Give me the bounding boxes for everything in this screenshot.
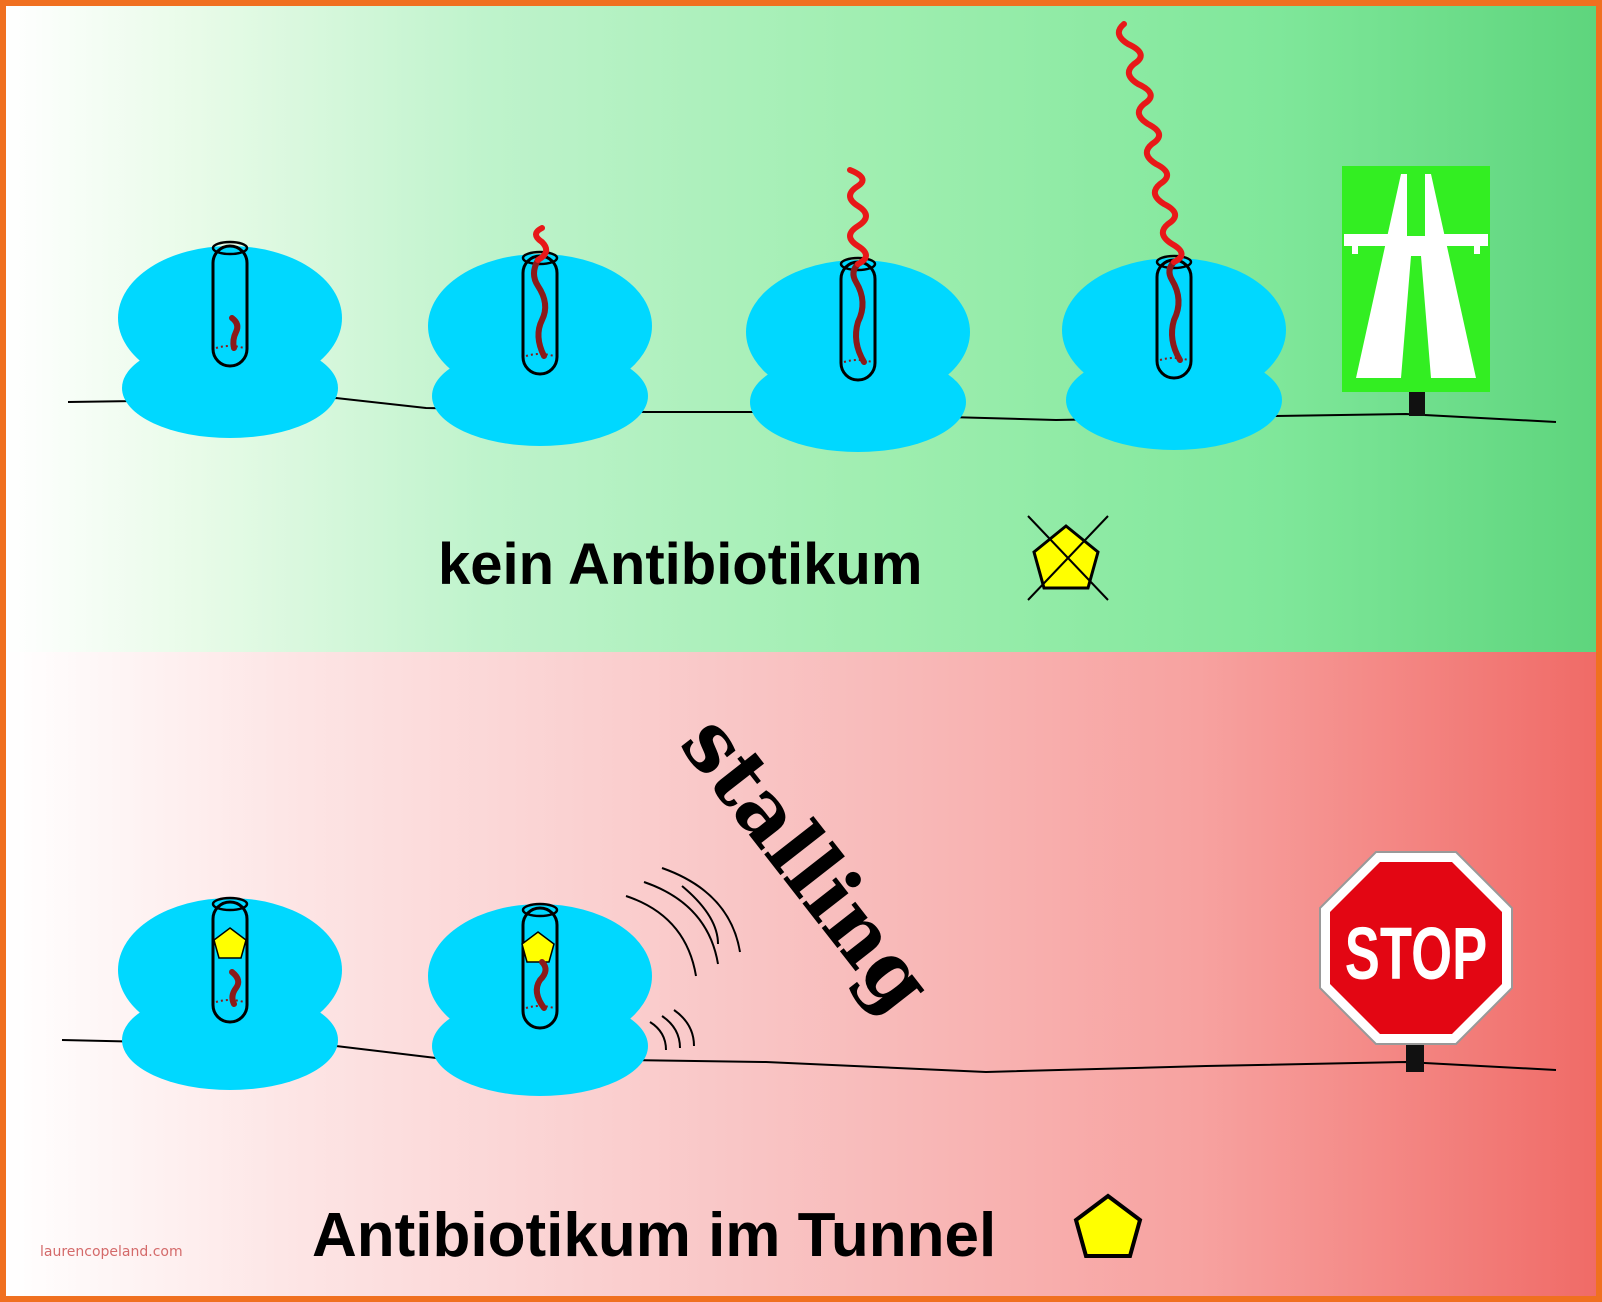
nascent-peptide	[229, 969, 242, 1007]
nascent-peptide	[1166, 259, 1183, 363]
nascent-peptide	[533, 959, 549, 1011]
stalled-ribosome-2	[428, 902, 652, 1096]
nascent-peptide	[850, 261, 867, 365]
watermark: laurencopeland.com	[40, 1244, 183, 1260]
bottom-caption: Antibiotikum im Tunnel	[312, 1201, 996, 1270]
antibiotic-icon	[1073, 1193, 1143, 1258]
ribosome-diagram: kein Antibiotikum	[61, 21, 1557, 1270]
peptide-chain	[533, 225, 550, 263]
stalling-label: stalling	[662, 697, 952, 1030]
crossed-antibiotic-icon	[1027, 515, 1109, 601]
nascent-peptide	[229, 315, 241, 351]
mrna-strand-bottom	[61, 1039, 1557, 1074]
antibiotic-icon	[213, 927, 247, 959]
ribosome-3	[746, 167, 970, 452]
peptide-chain	[1115, 21, 1185, 265]
stalled-ribosome-1	[118, 896, 342, 1090]
peptide-chain	[847, 167, 869, 267]
stop-sign-icon: STOP	[1319, 851, 1513, 1072]
ribosome-2	[428, 225, 652, 446]
ribosome-4	[1062, 21, 1286, 450]
stop-sign-text: STOP	[1345, 912, 1488, 995]
motorway-sign-icon	[1342, 166, 1490, 416]
top-caption: kein Antibiotikum	[438, 532, 922, 597]
antibiotic-icon	[521, 931, 555, 963]
vibration-lines	[625, 867, 741, 1051]
nascent-peptide	[531, 257, 549, 359]
ribosome-1	[118, 240, 342, 438]
